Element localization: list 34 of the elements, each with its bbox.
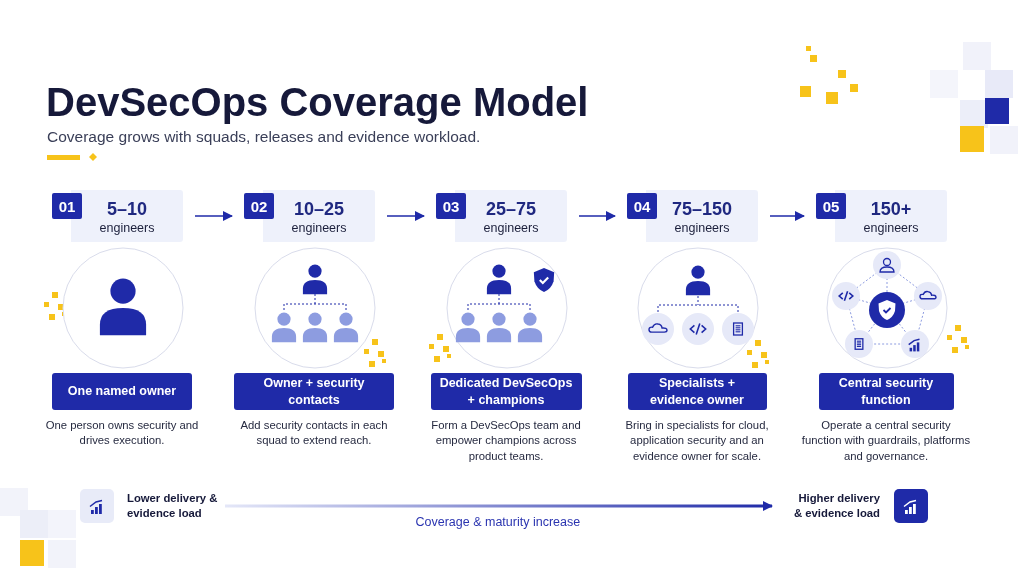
arrow <box>769 211 805 221</box>
stage-description: One person owns security and drives execution. <box>44 418 200 449</box>
arrow <box>386 211 425 221</box>
engineer-unit: engineers <box>673 221 731 235</box>
step-number: 01 <box>52 193 82 219</box>
title: DevSecOps Coverage Model <box>46 80 589 125</box>
step-number: 05 <box>816 193 846 219</box>
engineer-unit: engineers <box>862 221 920 235</box>
arrow <box>225 501 773 511</box>
load-label: Lower delivery & evidence load <box>127 491 219 522</box>
arrow <box>578 211 616 221</box>
range-card <box>52 190 183 242</box>
stage-label: One named owner <box>52 373 192 410</box>
step-number: 03 <box>436 193 466 219</box>
stage-description: Operate a central security function with guardrails, platforms and governance. <box>801 418 971 464</box>
range-card <box>244 190 375 242</box>
engineer-unit: engineers <box>290 221 348 235</box>
range-card <box>627 190 758 242</box>
stage-description: Bring in specialists for cloud, application security and an evidence owner for scale. <box>624 418 770 464</box>
range-card <box>816 190 947 242</box>
stage-description: Add security contacts in each squad to extend reach. <box>239 418 389 449</box>
stage-label: Specialists + evidence owner <box>627 373 767 410</box>
stage-label: Central security function <box>818 373 954 410</box>
engineer-unit: engineers <box>98 221 156 235</box>
step-number: 04 <box>627 193 657 219</box>
range-card <box>436 190 567 242</box>
step-number: 02 <box>244 193 274 219</box>
subtitle: Coverage grows with squads, releases and evidence workload. <box>47 128 481 146</box>
stage-label: Dedicated DevSecOps + champions <box>430 373 582 410</box>
stage-description: Form a DevSecOps team and empower champions across product teams. <box>430 418 582 464</box>
arrow <box>194 211 233 221</box>
engineer-unit: engineers <box>482 221 540 235</box>
stage-label: Owner + security contacts <box>234 373 394 410</box>
load-label: Higher delivery & evidence load <box>793 491 880 522</box>
